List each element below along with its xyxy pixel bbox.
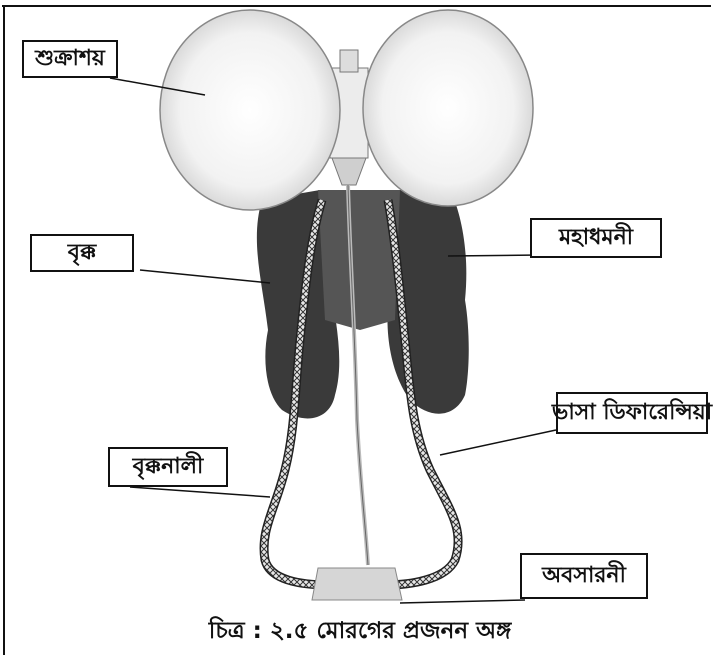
label-vas-deferens: ভাসা ডিফারেন্সিয়া <box>556 392 708 434</box>
label-cloaca: অবসারনী <box>520 553 648 599</box>
ureter-leader-line <box>130 487 270 497</box>
right-testis <box>363 10 533 206</box>
label-ureter: বৃক্কনালী <box>108 447 228 487</box>
cloaca-leader-line <box>400 600 525 603</box>
kidney-leader-line <box>140 270 270 283</box>
vas-deferens-leader-line <box>440 430 556 455</box>
figure-caption: চিত্র : ২.৫ মোরগের প্রজনন অঙ্গ <box>150 612 570 651</box>
aorta-branch <box>332 158 366 185</box>
label-testis: শুক্রাশয় <box>22 40 118 78</box>
label-kidney: বৃক্ক <box>30 234 134 272</box>
left-testis <box>160 10 340 210</box>
aorta-leader-line <box>448 255 540 256</box>
label-aorta: মহাধমনী <box>530 218 662 258</box>
aorta-top <box>340 50 358 72</box>
cloaca-shape <box>312 568 402 600</box>
